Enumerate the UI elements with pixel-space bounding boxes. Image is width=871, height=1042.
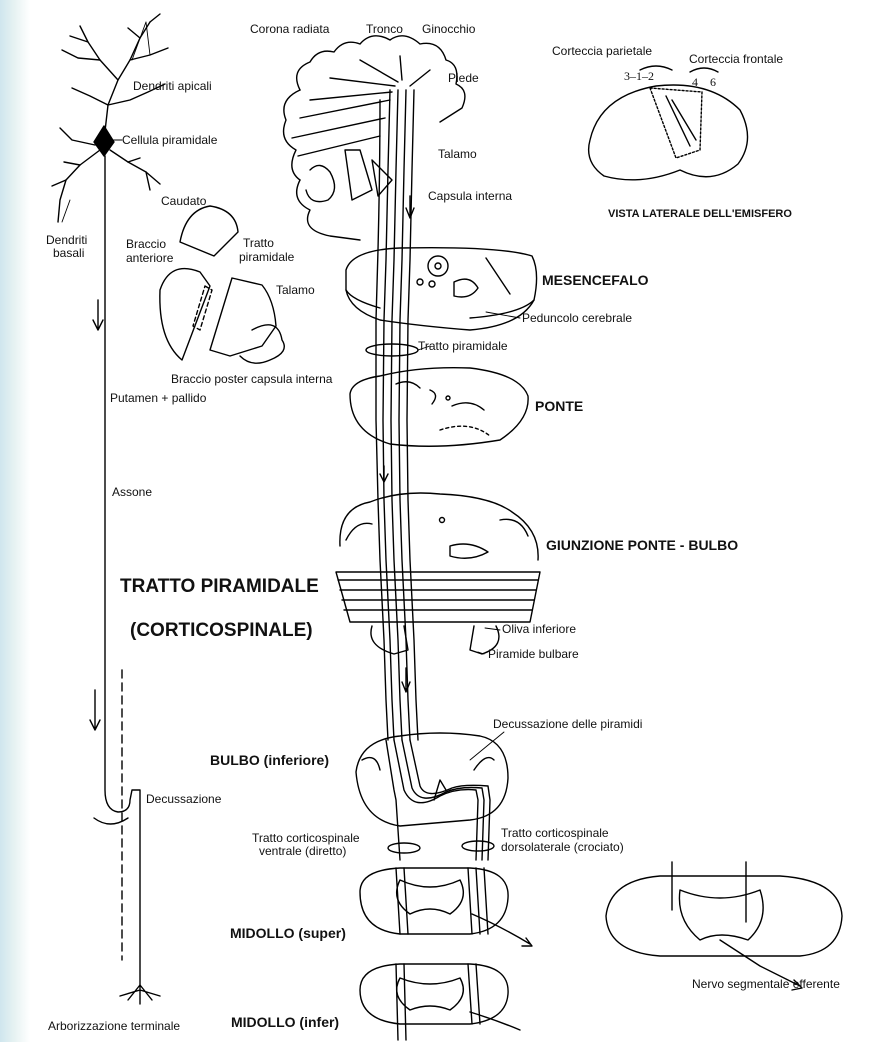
label-midollo-super: MIDOLLO (super): [230, 925, 346, 941]
label-dendriti-apicali: Dendriti apicali: [133, 80, 212, 93]
dorsolateral-tract-ring: [462, 841, 494, 851]
label-assone: Assone: [112, 486, 152, 499]
label-areas-parietal: 3–1–2: [624, 70, 654, 83]
label-area-6: 6: [710, 76, 716, 89]
label-piede: Piede: [448, 72, 479, 85]
label-putamen: Putamen + pallido: [110, 392, 206, 405]
label-cellula-piramidale: Cellula piramidale: [122, 134, 217, 147]
label-tratto-ventrale-2: ventrale (diretto): [259, 845, 346, 858]
ponto-medullary-section: [336, 493, 540, 692]
label-tratto-piramidale-2: piramidale: [239, 251, 294, 264]
label-caudato: Caudato: [161, 195, 206, 208]
label-decussazione: Decussazione: [146, 793, 221, 806]
label-oliva: Oliva inferiore: [502, 623, 576, 636]
label-ponte: PONTE: [535, 398, 583, 414]
internal-capsule-drawing: [160, 206, 284, 363]
label-corteccia-frontale: Corteccia frontale: [689, 53, 783, 66]
label-vista-laterale: VISTA LATERALE DELL'EMISFERO: [608, 208, 792, 221]
label-talamo-top: Talamo: [438, 148, 477, 161]
label-area-4: 4: [692, 76, 698, 89]
spinal-cord-upper: [360, 868, 532, 946]
label-capsula-interna: Capsula interna: [428, 190, 512, 203]
label-peduncolo: Peduncolo cerebrale: [522, 312, 632, 325]
mesencephalon-section: [346, 248, 537, 330]
label-corteccia-parietale: Corteccia parietale: [552, 45, 652, 58]
label-mesencefalo: MESENCEFALO: [542, 272, 649, 288]
hemisphere-drawing: [589, 66, 748, 180]
label-dendriti-basali-2: basali: [53, 247, 84, 260]
label-ginocchio: Ginocchio: [422, 23, 475, 36]
label-tratto-dorso-2: dorsolaterale (crociato): [501, 841, 624, 854]
label-corona-radiata: Corona radiata: [250, 23, 329, 36]
label-piramide-bulbare: Piramide bulbare: [488, 648, 579, 661]
label-tratto-dorso-1: Tratto corticospinale: [501, 827, 609, 840]
label-midollo-infer: MIDOLLO (infer): [231, 1014, 339, 1030]
ventral-tract-ring: [388, 843, 420, 853]
label-talamo-capsule: Talamo: [276, 284, 315, 297]
label-braccio-anteriore-2: anteriore: [126, 252, 173, 265]
label-giunzione: GIUNZIONE PONTE - BULBO: [546, 537, 738, 553]
main-title-line1: TRATTO PIRAMIDALE: [120, 576, 319, 598]
main-title-line2: (CORTICOSPINALE): [130, 620, 313, 642]
label-braccio-anteriore-1: Braccio: [126, 238, 166, 251]
label-tronco: Tronco: [366, 23, 403, 36]
label-braccio-poster: Braccio poster capsula interna: [171, 373, 332, 386]
pyramidal-neuron: [52, 14, 168, 1004]
label-tratto-piramidale-1: Tratto: [243, 237, 274, 250]
label-nervo-segmentale: Nervo segmentale efferente: [692, 978, 840, 991]
spinal-cord-lower: [360, 964, 520, 1040]
spinal-inset: [606, 862, 842, 990]
label-arborizzazione: Arborizzazione terminale: [48, 1020, 180, 1033]
label-tratto-piramidale: Tratto piramidale: [418, 340, 508, 353]
label-decussazione-piramidi: Decussazione delle piramidi: [493, 718, 642, 731]
label-bulbo: BULBO (inferiore): [210, 752, 329, 768]
